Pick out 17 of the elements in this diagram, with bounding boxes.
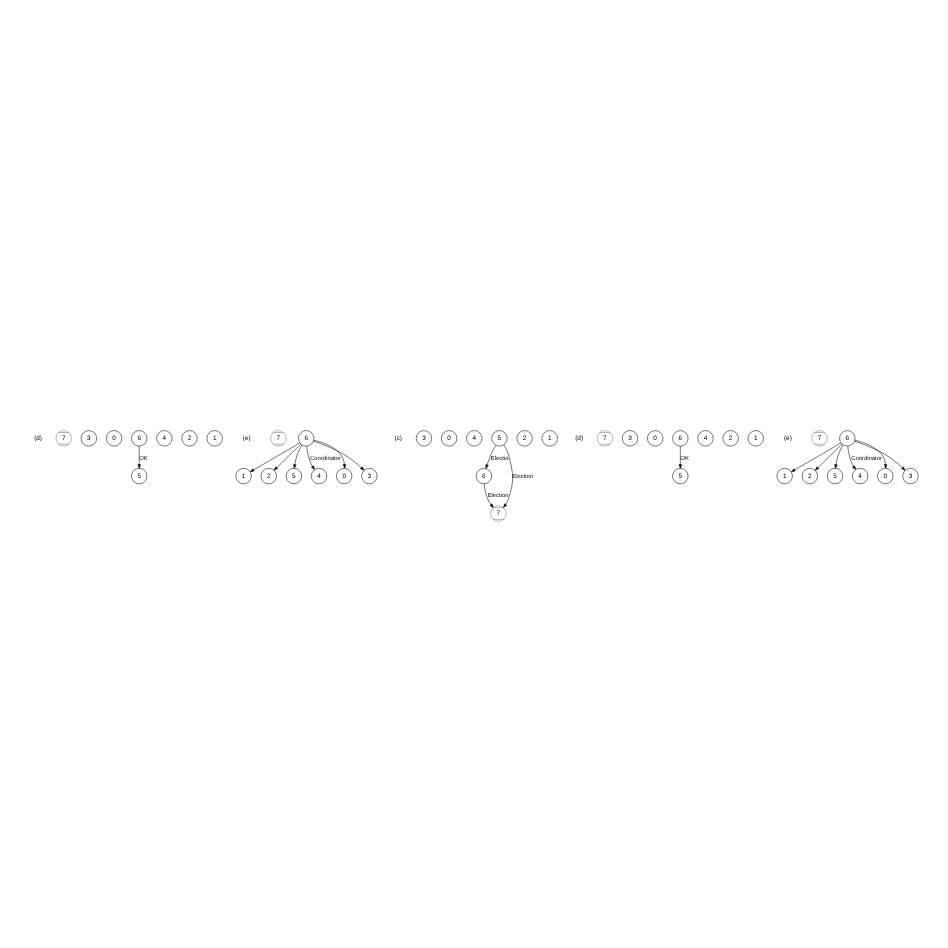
- arrow: [854, 438, 888, 468]
- arrow: [503, 443, 513, 507]
- arrow: [847, 444, 856, 469]
- arrow: [273, 442, 302, 470]
- arrow: [854, 439, 906, 470]
- arrow: [293, 443, 303, 468]
- arrow: [313, 438, 346, 468]
- arrow: [814, 442, 843, 470]
- arrow: [306, 444, 315, 469]
- arrow: [834, 443, 844, 468]
- arrow: [485, 444, 496, 468]
- arrow: [791, 441, 842, 471]
- arrow: [678, 444, 682, 468]
- arrow: [484, 482, 494, 507]
- arrow: [313, 439, 365, 470]
- arrow: [137, 444, 141, 468]
- arrow: [249, 441, 301, 471]
